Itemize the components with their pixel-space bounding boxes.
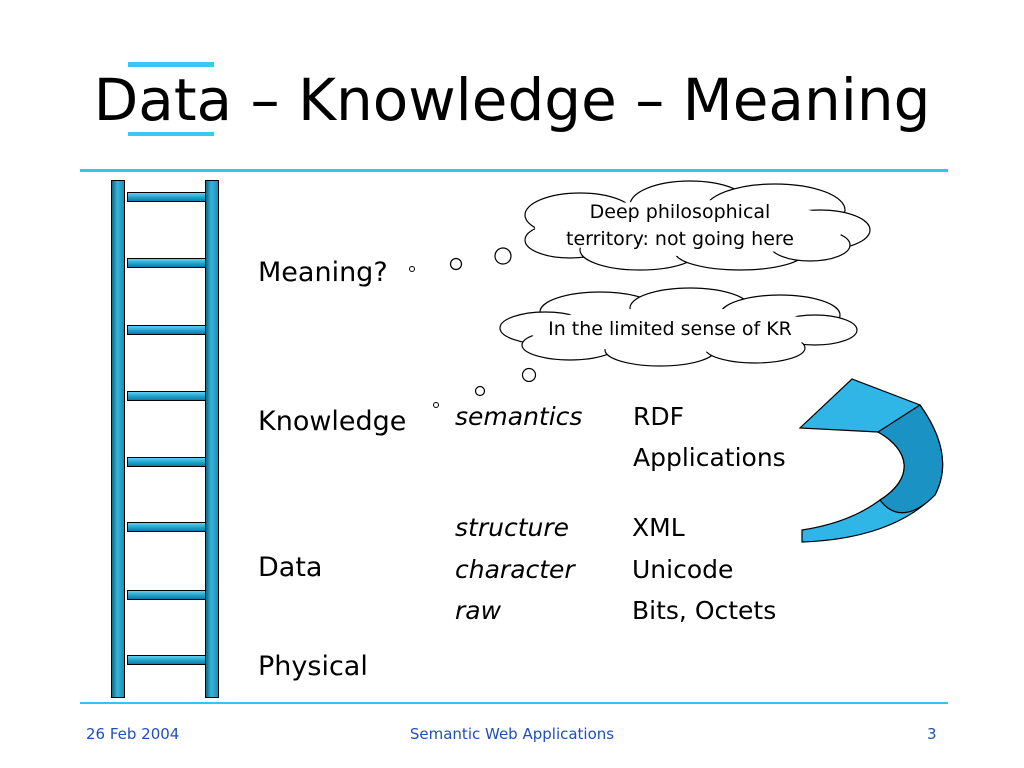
tech-bits-octets: Bits, Octets	[632, 596, 777, 625]
curved-arrow-icon	[798, 378, 944, 543]
term-raw: raw	[455, 596, 502, 625]
slide-title: Data – Knowledge – Meaning	[93, 66, 931, 134]
thought-dot	[409, 266, 415, 272]
layer-label-knowledge: Knowledge	[258, 406, 407, 437]
tech-xml: XML	[632, 513, 685, 542]
layer-label-meaning: Meaning?	[258, 257, 388, 288]
ladder-rung	[127, 391, 206, 401]
layer-label-data: Data	[258, 552, 323, 583]
ladder-rail-left	[111, 180, 125, 698]
thought-dot	[521, 367, 537, 383]
tech-applications: Applications	[633, 443, 786, 472]
footer-date: 26 Feb 2004	[86, 725, 180, 743]
cloud-kr	[499, 287, 858, 367]
ladder-rung	[127, 258, 206, 268]
tech-rdf: RDF	[633, 402, 685, 431]
cloud-philosophy-line1: Deep philosophical	[589, 201, 771, 223]
cloud-kr-text: In the limited sense of KR	[548, 318, 792, 340]
ladder-rail-right	[205, 180, 219, 698]
ladder-rung	[127, 655, 206, 665]
title-divider	[80, 169, 948, 172]
footer-divider	[80, 702, 948, 704]
title-accent-bar	[128, 62, 214, 67]
ladder-rung	[127, 590, 206, 600]
ladder-rung	[127, 325, 206, 335]
ladder-rung	[127, 192, 206, 202]
page-number: 3	[927, 725, 937, 743]
thought-dot	[449, 257, 463, 271]
term-structure: structure	[455, 513, 570, 542]
thought-dot	[433, 402, 439, 408]
cloud-philosophy	[524, 180, 871, 271]
ladder-rung	[127, 457, 206, 467]
thought-dot	[494, 247, 512, 265]
term-character: character	[455, 555, 575, 584]
thought-dot	[474, 385, 486, 397]
term-semantics: semantics	[455, 402, 583, 431]
layer-label-physical: Physical	[258, 651, 368, 682]
ladder-rung	[127, 522, 206, 532]
footer-title: Semantic Web Applications	[409, 725, 615, 743]
title-accent-bar	[128, 132, 214, 136]
cloud-philosophy-line2: territory: not going here	[566, 228, 794, 250]
tech-unicode: Unicode	[632, 555, 734, 584]
